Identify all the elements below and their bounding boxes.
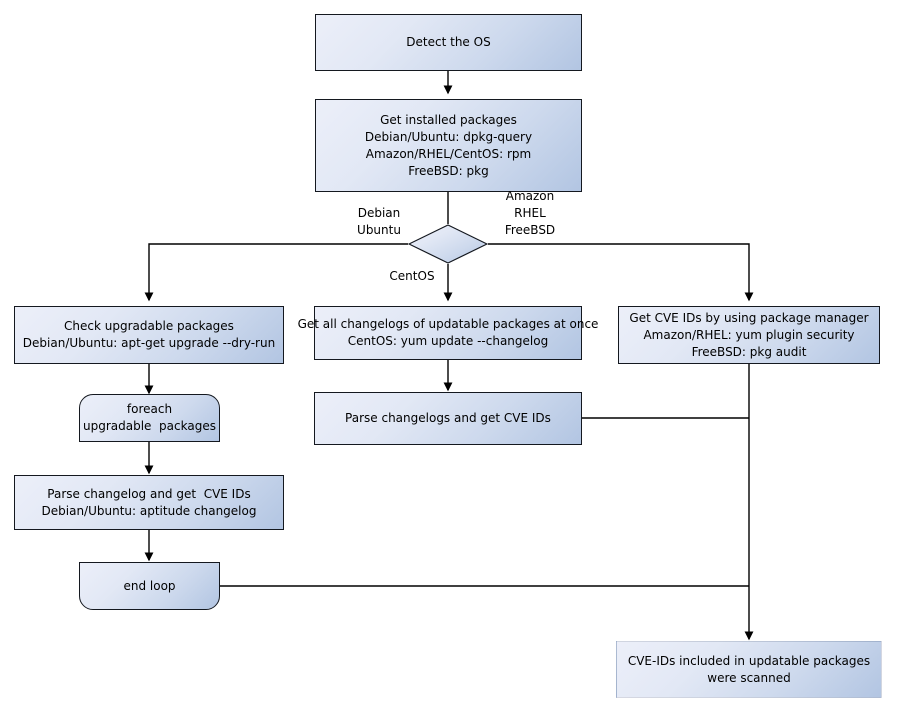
node-check-upgradable-packages[interactable]: Check upgradable packages Debian/Ubuntu:… [14,306,284,364]
edge-label-centos: CentOS [389,269,435,283]
node-scan-complete[interactable]: CVE-IDs included in updatable packages w… [616,641,882,698]
node-foreach-upgradable-packages[interactable]: foreach upgradable packages [79,394,220,442]
os-decision-diamond[interactable] [407,224,489,264]
edge-label-debian-ubuntu: Debian Ubuntu [357,206,401,237]
node-get-all-changelogs[interactable]: Get all changelogs of updatable packages… [298,306,598,360]
edge-label-amazon-rhel-freebsd: Amazon RHEL FreeBSD [504,189,556,237]
node-parse-changelog-get-cve-ids[interactable]: Parse changelog and get CVE IDs Debian/U… [14,475,284,530]
node-detect-os[interactable]: Detect the OS [315,14,582,71]
node-get-installed-packages[interactable]: Get installed packages Debian/Ubuntu: dp… [315,99,582,192]
node-parse-changelogs-get-cve-ids[interactable]: Parse changelogs and get CVE IDs [314,392,582,445]
node-get-cve-ids-package-manager[interactable]: Get CVE IDs by using package manager Ama… [618,306,880,364]
node-end-loop[interactable]: end loop [79,562,220,610]
